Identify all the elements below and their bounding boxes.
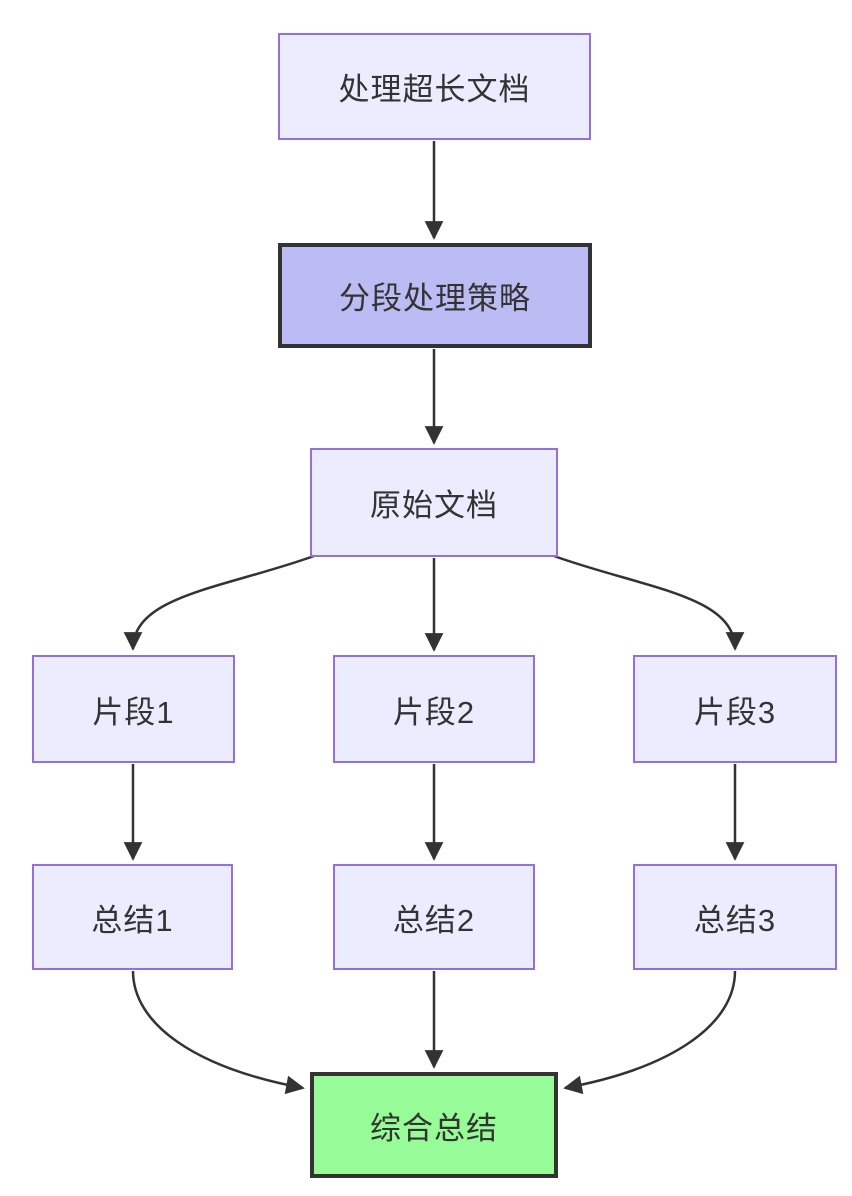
edge-summary1-to-combined bbox=[131, 970, 305, 1095]
node-summary-1: 总结1 bbox=[32, 864, 233, 970]
node-summary-2: 总结2 bbox=[333, 864, 535, 970]
node-process-long-doc: 处理超长文档 bbox=[278, 33, 591, 140]
node-fragment-1: 片段1 bbox=[32, 655, 235, 763]
node-fragment-3-label: 片段3 bbox=[693, 694, 777, 730]
node-fragment-1-label: 片段1 bbox=[92, 694, 175, 730]
node-summary-2-label: 总结2 bbox=[392, 902, 476, 938]
edge-original-to-fragment1 bbox=[123, 554, 315, 651]
node-fragment-2-label: 片段2 bbox=[392, 694, 476, 730]
node-fragment-3: 片段3 bbox=[633, 655, 837, 763]
edge-summary3-to-combined bbox=[563, 970, 737, 1095]
node-combined-summary: 综合总结 bbox=[310, 1072, 558, 1178]
node-segment-strategy: 分段处理策略 bbox=[278, 243, 592, 348]
node-original-doc-label: 原始文档 bbox=[370, 488, 498, 523]
node-combined-summary-label: 综合总结 bbox=[370, 1110, 498, 1146]
edge-original-to-fragment3 bbox=[553, 554, 745, 651]
node-summary-3-label: 总结3 bbox=[693, 902, 777, 938]
node-process-long-doc-label: 处理超长文档 bbox=[338, 72, 531, 107]
node-summary-1-label: 总结1 bbox=[91, 902, 174, 938]
node-summary-3: 总结3 bbox=[633, 864, 837, 970]
node-original-doc: 原始文档 bbox=[310, 448, 558, 557]
node-segment-strategy-label: 分段处理策略 bbox=[339, 281, 531, 316]
node-fragment-2: 片段2 bbox=[333, 655, 535, 763]
